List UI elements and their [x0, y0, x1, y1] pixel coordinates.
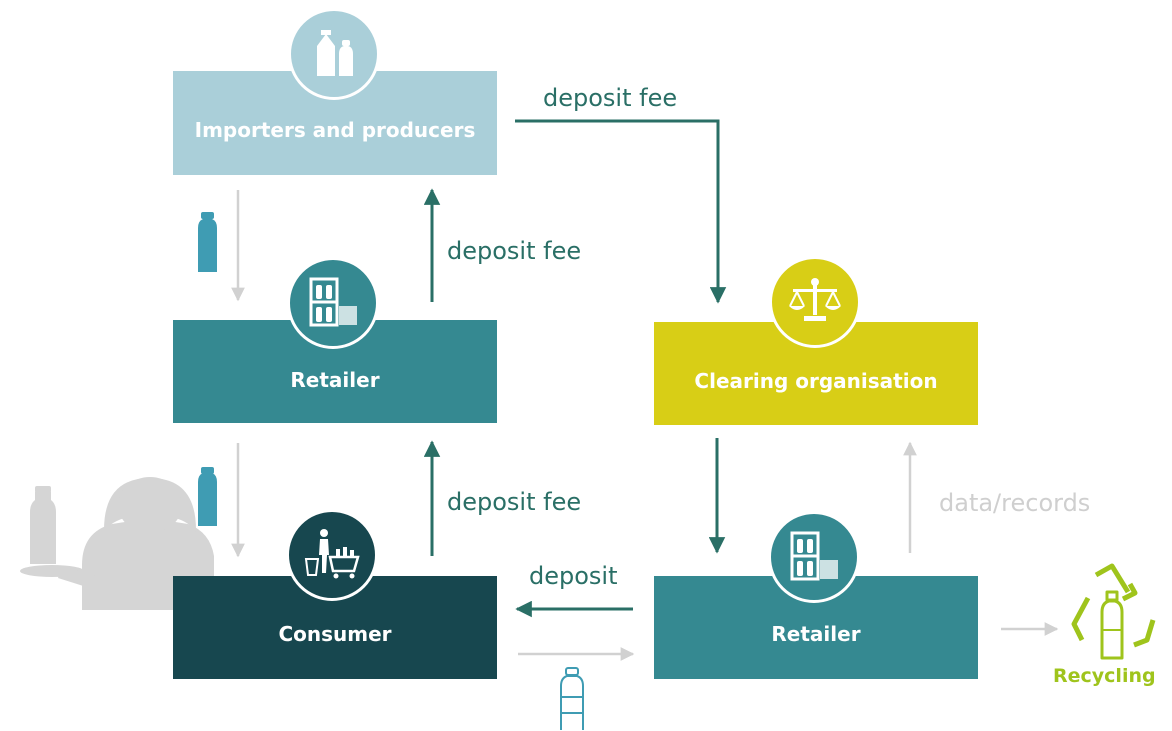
recycling-symbol-icon: [1071, 563, 1156, 660]
shelf-with-bottles-icon: [768, 511, 860, 603]
plastic-bottle-icon: [198, 467, 217, 526]
retailer-left-label: Retailer: [290, 367, 380, 392]
flow-label-consumer-to-retailer: deposit fee: [447, 488, 582, 516]
person-with-trolley-icon: [286, 509, 378, 601]
consumer-box: Consumer: [173, 576, 497, 679]
carton-and-bottle-icon: [288, 8, 380, 100]
retailer-right-label: Retailer: [771, 621, 861, 646]
shelf-with-bottles-icon: [287, 257, 379, 349]
plastic-bottle-icon: [198, 212, 217, 272]
importers-label: Importers and producers: [194, 118, 476, 142]
scales-of-justice-icon: [769, 256, 861, 348]
consumer-label: Consumer: [278, 621, 392, 646]
recycling-label: Recycling: [1053, 665, 1156, 687]
flow-label-retailer-to-importers: deposit fee: [447, 237, 582, 265]
arrow-importers-to-clearing: [515, 119, 727, 304]
clearing-label: Clearing organisation: [694, 368, 938, 393]
flow-label-importers-to-clearing: deposit fee: [543, 84, 678, 112]
flow-label-data-records: data/records: [939, 489, 1091, 517]
flow-label-retailer-to-consumer: deposit: [529, 562, 618, 590]
plastic-bottle-icon: [560, 667, 584, 730]
